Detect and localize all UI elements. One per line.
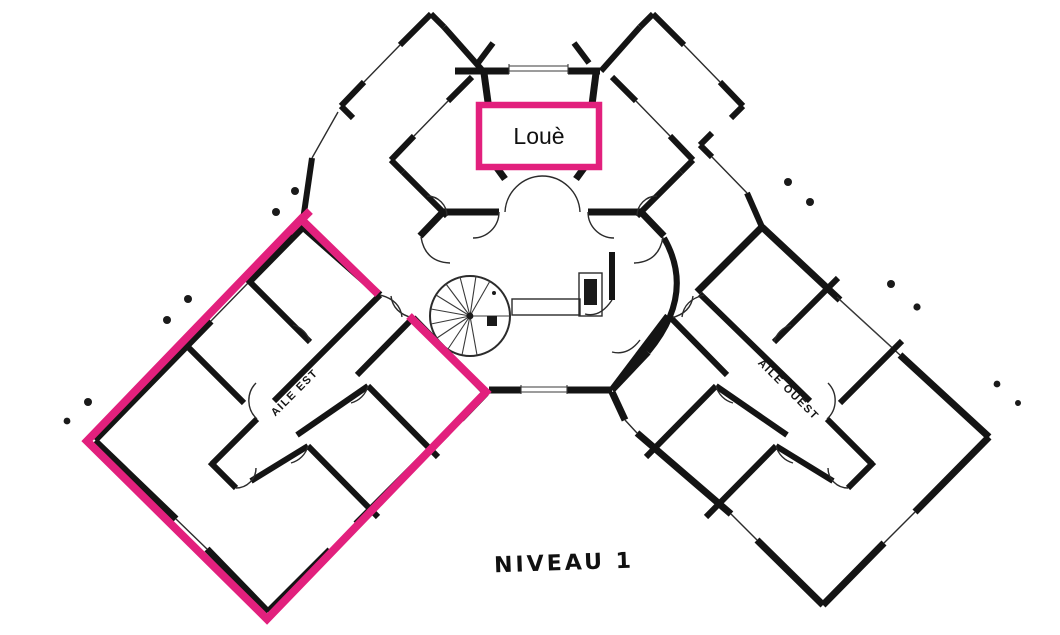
west-wing-label: AILE OUEST [755,357,821,423]
east-wing-highlight-corner-mark [286,208,313,235]
scan-dots [63,178,1021,425]
east-wing-highlight-outline [81,213,492,625]
loue-label-text: Louè [513,123,564,149]
east-wing-label: AILE EST [269,367,321,419]
level-title: NIVEAU 1 [494,549,635,579]
east-wing-highlight [81,208,492,625]
loue-label-box: Louè [475,101,603,171]
desk-furniture [487,272,603,326]
spiral-stair [429,275,511,357]
loue-box-border [475,101,603,171]
